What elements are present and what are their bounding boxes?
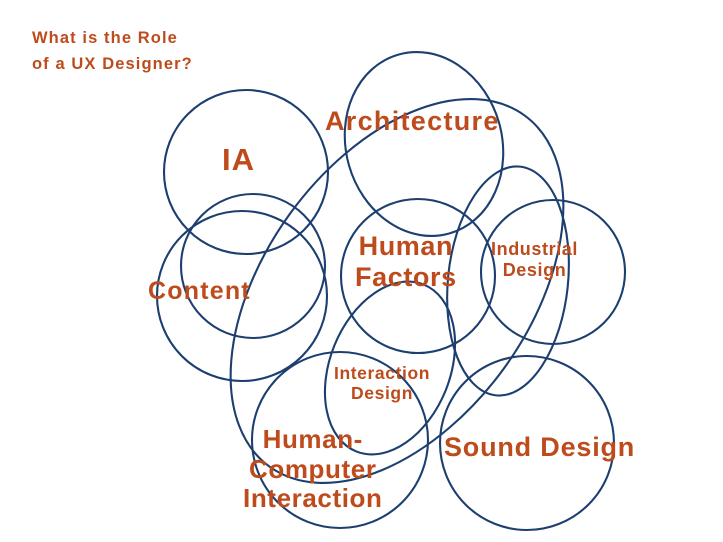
label-human-factors-line-2: Factors bbox=[355, 261, 457, 292]
label-hci-line-1: Human- bbox=[262, 424, 363, 454]
hci-circle bbox=[250, 350, 430, 530]
page-title-line-2: of a UX Designer? bbox=[32, 54, 193, 73]
page-title: What is the Role of a UX Designer? bbox=[32, 26, 193, 77]
human-factors-circle bbox=[339, 197, 497, 355]
page-title-line-1: What is the Role bbox=[32, 29, 178, 47]
sound-design-circle bbox=[438, 354, 616, 532]
label-architecture: Architecture bbox=[325, 106, 500, 136]
label-hci-line-3: Interaction bbox=[243, 483, 383, 514]
label-hci-line-2: Computer bbox=[248, 453, 377, 484]
content-circle bbox=[155, 209, 329, 383]
label-sound-design: Sound Design bbox=[444, 432, 636, 462]
label-content: Content bbox=[148, 277, 251, 305]
ia-inner-circle bbox=[179, 192, 327, 340]
label-industrial-design-line-1: Industrial bbox=[491, 239, 579, 259]
label-industrial-design-line-2: Design bbox=[502, 259, 567, 280]
industrial-tall-ellipse bbox=[446, 165, 570, 397]
label-ia: IA bbox=[222, 142, 255, 177]
interaction-design-oval bbox=[323, 280, 457, 456]
label-interaction-design-line-1: Interaction bbox=[334, 363, 431, 383]
architecture-ellipse bbox=[343, 51, 505, 237]
outer-large-ellipse bbox=[229, 98, 565, 484]
ia-circle bbox=[162, 88, 330, 256]
label-human-factors-line-1: Human bbox=[358, 231, 454, 261]
label-interaction-design-line-2: Design bbox=[351, 382, 413, 403]
